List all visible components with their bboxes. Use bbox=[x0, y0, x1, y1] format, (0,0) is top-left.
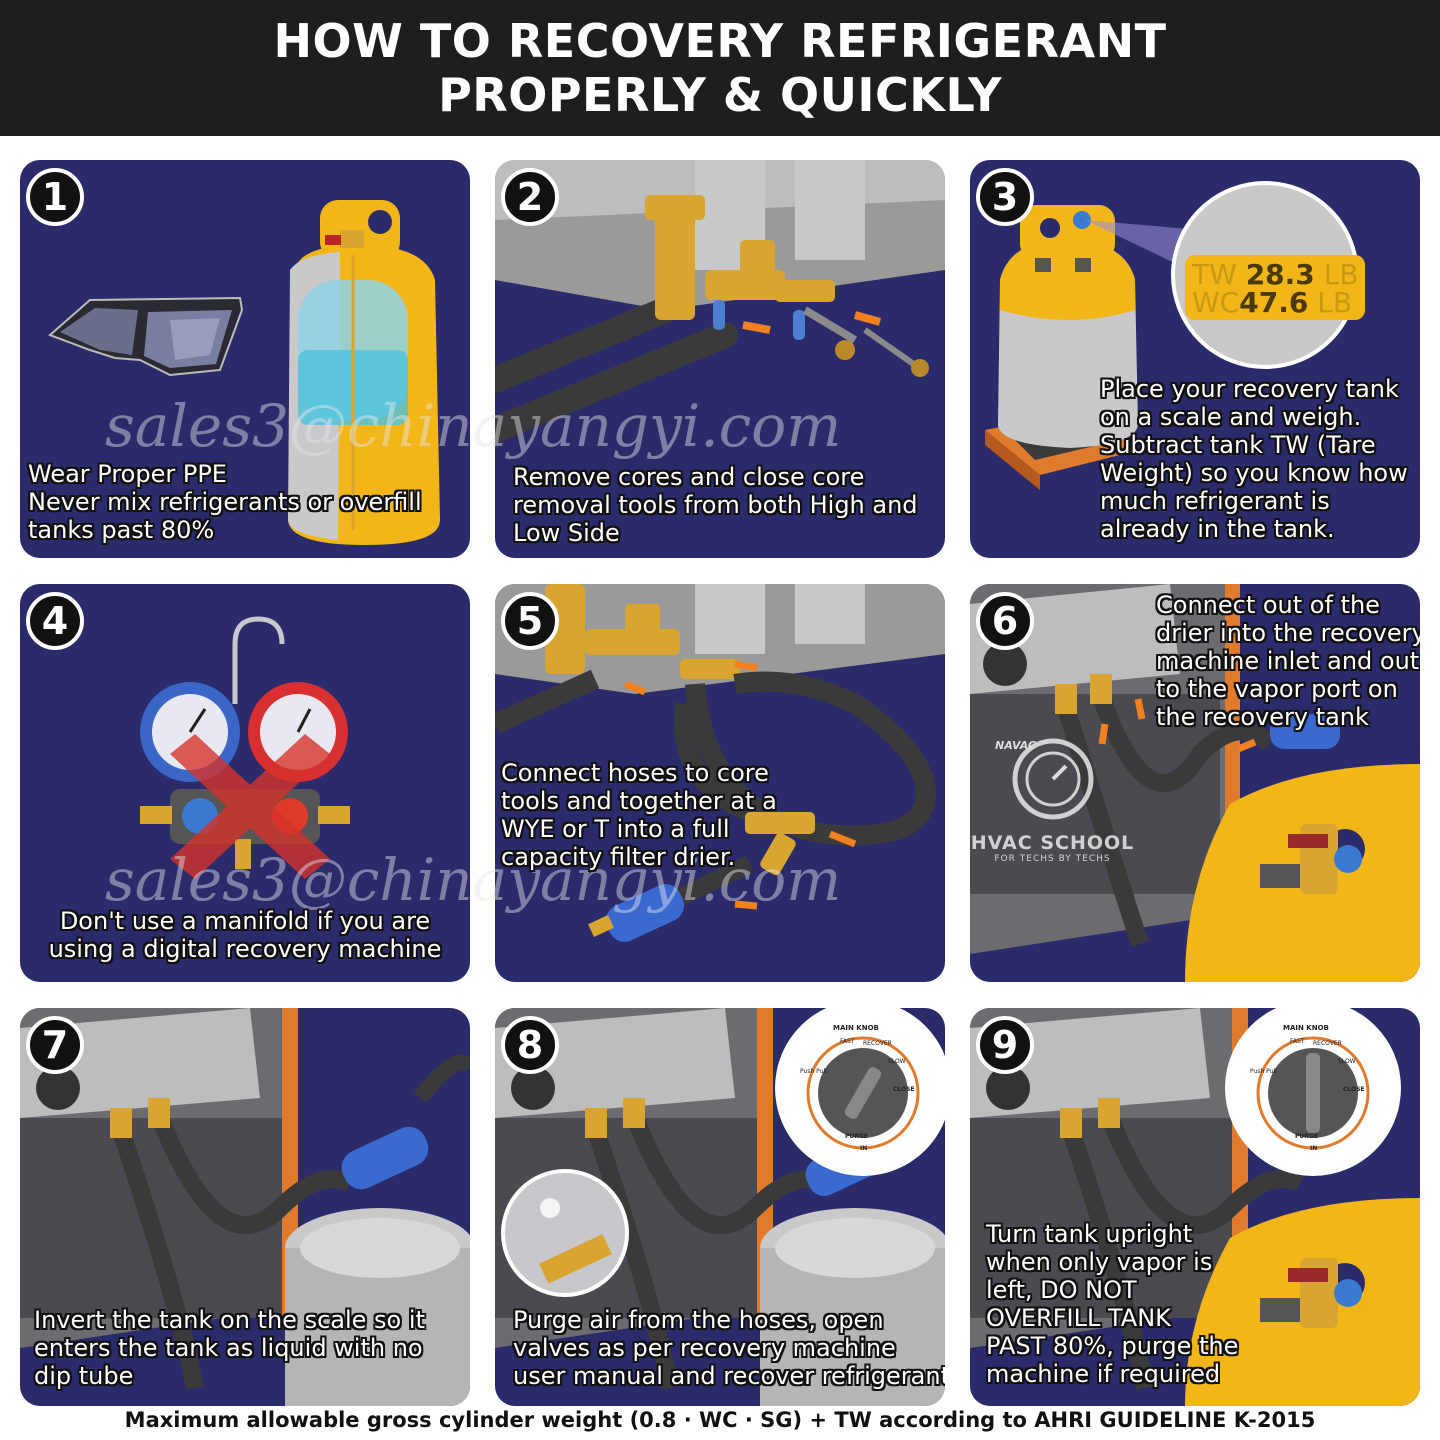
knob-label-push-pull: Push Pull bbox=[800, 1068, 827, 1075]
step-panel-1: 1 Wear Proper PPE Never mix refrigerants… bbox=[20, 160, 470, 558]
hvac-school-logo: HVAC SCHOOL FOR TECHS BY TECHS bbox=[970, 734, 1135, 864]
service-valve-brass-icon bbox=[645, 195, 835, 320]
knob-label-slow: SLOW bbox=[1338, 1058, 1356, 1065]
knob-label-fast: FAST bbox=[840, 1038, 855, 1045]
knob-label-in: IN bbox=[860, 1145, 868, 1152]
recovery-tank-icon bbox=[998, 205, 1138, 448]
tank-on-scale-illustration bbox=[985, 181, 1365, 490]
main-knob-dial-icon bbox=[1225, 1008, 1401, 1176]
wye-fitting-icon bbox=[745, 812, 815, 875]
recovery-tank-icon bbox=[1185, 1198, 1420, 1406]
logo-name: HVAC SCHOOL bbox=[970, 832, 1135, 854]
step-panel-9: MAIN KNOB FAST RECOVER SLOW CLOSE PURGE … bbox=[970, 1008, 1420, 1406]
knob-label-recover: RECOVER bbox=[1313, 1040, 1342, 1047]
core-removal-illustration bbox=[495, 160, 945, 443]
knob-label-in: IN bbox=[1310, 1145, 1318, 1152]
step-9-caption: Turn tank upright when only vapor is lef… bbox=[986, 1220, 1239, 1388]
step-number-badge: 5 bbox=[501, 592, 559, 650]
page-header: HOW TO RECOVERY REFRIGERANT PROPERLY & Q… bbox=[0, 0, 1440, 136]
tare-weight-label: TW 28.3 LB bbox=[1192, 258, 1359, 291]
purge-fitting-magnifier-icon bbox=[501, 1169, 629, 1297]
gauge-logo-icon bbox=[1012, 738, 1093, 820]
step-panel-3: TW 28.3 LB WC47.6 LB 3 Place your recove… bbox=[970, 160, 1420, 558]
knob-label-recover: RECOVER bbox=[863, 1040, 892, 1047]
step-number-badge: 4 bbox=[26, 592, 84, 650]
step-8-caption: Purge air from the hoses, open valves as… bbox=[513, 1306, 945, 1390]
step-4-caption: Don't use a manifold if you are using a … bbox=[48, 907, 442, 963]
step-7-caption: Invert the tank on the scale so it enter… bbox=[34, 1306, 425, 1390]
filter-drier-icon bbox=[341, 1126, 429, 1190]
knob-title: MAIN KNOB bbox=[1283, 1024, 1329, 1032]
step-2-caption: Remove cores and close core removal tool… bbox=[513, 463, 918, 547]
knob-label-purge: PURGE bbox=[1295, 1133, 1318, 1140]
step-3-caption: Place your recovery tank on a scale and … bbox=[1100, 375, 1408, 543]
filter-drier-icon bbox=[588, 884, 685, 942]
title-line-2: PROPERLY & QUICKLY bbox=[438, 68, 1002, 122]
prohibited-x-icon bbox=[170, 734, 330, 879]
step-panel-8: MAIN KNOB FAST RECOVER SLOW CLOSE PURGE … bbox=[495, 1008, 945, 1406]
step-number-badge: 8 bbox=[501, 1016, 559, 1074]
tank-label-magnifier-icon bbox=[1171, 181, 1365, 369]
step-1-caption: Wear Proper PPE Never mix refrigerants o… bbox=[28, 460, 422, 544]
machine-brand: NAVAC bbox=[995, 739, 1036, 752]
upright-tank-illustration bbox=[970, 1008, 1420, 1406]
step-number-badge: 2 bbox=[501, 168, 559, 226]
step-panel-2: 2 Remove cores and close core removal to… bbox=[495, 160, 945, 558]
step-5-caption: Connect hoses to core tools and together… bbox=[501, 759, 777, 871]
step-number-badge: 7 bbox=[26, 1016, 84, 1074]
step-number-badge: 1 bbox=[26, 168, 84, 226]
recovery-tank-cutaway bbox=[288, 200, 440, 545]
step-panel-7: 7 Invert the tank on the scale so it ent… bbox=[20, 1008, 470, 1406]
step-panel-4: 4 Don't use a manifold if you are using … bbox=[20, 584, 470, 982]
tank-icon bbox=[760, 1208, 945, 1406]
knob-label-purge: PURGE bbox=[845, 1133, 868, 1140]
knob-label-push-pull: Push Pull bbox=[1250, 1068, 1277, 1075]
knob-label-slow: SLOW bbox=[888, 1058, 906, 1065]
title-line-1: HOW TO RECOVERY REFRIGERANT bbox=[273, 14, 1167, 68]
step-number-badge: 6 bbox=[976, 592, 1034, 650]
knob-label-close: CLOSE bbox=[1343, 1086, 1365, 1093]
step-number-badge: 9 bbox=[976, 1016, 1034, 1074]
inverted-tank-icon bbox=[285, 1208, 470, 1406]
inverted-tank-illustration bbox=[20, 1008, 470, 1406]
knob-label-close: CLOSE bbox=[893, 1086, 915, 1093]
knob-label-fast: FAST bbox=[1290, 1038, 1305, 1045]
step-6-caption: Connect out of the drier into the recove… bbox=[1156, 591, 1420, 731]
logo-tagline: FOR TECHS BY TECHS bbox=[994, 854, 1111, 864]
step-panel-6: HVAC SCHOOL FOR TECHS BY TECHS NAVAC 6 C… bbox=[970, 584, 1420, 982]
step-number-badge: 3 bbox=[976, 168, 1034, 226]
water-capacity-label: WC47.6 LB bbox=[1192, 286, 1353, 319]
safety-glasses-icon bbox=[48, 296, 244, 377]
recovery-tank-icon bbox=[1185, 764, 1420, 982]
hose-wye-illustration bbox=[495, 584, 945, 942]
main-knob-dial-icon bbox=[775, 1008, 945, 1176]
machine-to-tank-illustration bbox=[970, 584, 1420, 982]
knob-title: MAIN KNOB bbox=[833, 1024, 879, 1032]
step-panel-5: 5 Connect hoses to core tools and togeth… bbox=[495, 584, 945, 982]
footer-note: Maximum allowable gross cylinder weight … bbox=[124, 1408, 1316, 1432]
ppe-illustration bbox=[48, 200, 440, 545]
manifold-illustration bbox=[140, 616, 350, 879]
